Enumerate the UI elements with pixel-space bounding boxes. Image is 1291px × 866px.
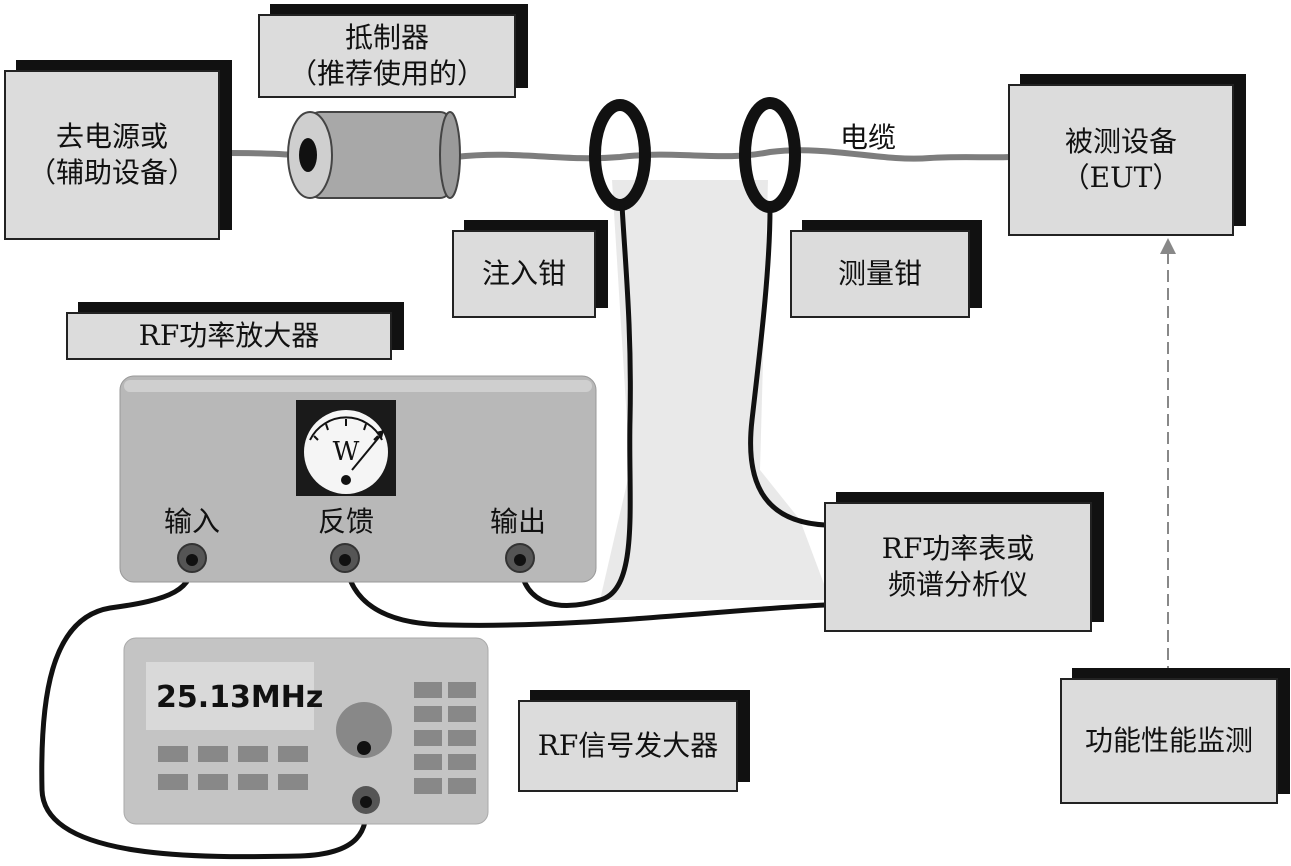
amplifier-port-output (505, 543, 535, 573)
feedback-lead (342, 559, 826, 628)
suppressor-line1: 抵制器 (344, 20, 429, 54)
cable-label: 电缆 (840, 121, 897, 154)
rf-signal-generator-device (123, 637, 489, 825)
signal-generator-box: RF信号发大器 (518, 700, 738, 792)
measure-clamp-ring (739, 97, 801, 213)
power-source-line1: 去电源或 (55, 119, 168, 153)
power-meter-line2: 频谱分析仪 (887, 568, 1028, 601)
rf-amplifier-box: RF功率放大器 (66, 312, 392, 360)
injection-clamp-ring (589, 99, 651, 211)
coupling-shading (600, 180, 830, 600)
suppressor-ferrite (287, 111, 461, 199)
injection-clamp-label: 注入钳 (481, 256, 566, 290)
amplifier-port-input (177, 543, 207, 573)
monitor-label: 功能性能监测 (1084, 723, 1253, 757)
power-source-line2: （辅助设备） (27, 156, 196, 189)
amplifier-port-feedback (330, 543, 360, 573)
port-label-input: 输入 (164, 505, 221, 538)
suppressor-line2: （推荐使用的） (288, 57, 485, 90)
signal-generator-label: RF信号发大器 (537, 728, 719, 762)
suppressor-box: 抵制器 （推荐使用的） (258, 14, 516, 98)
eut-box: 被测设备 （EUT） (1008, 84, 1234, 236)
injection-clamp-lead (517, 204, 633, 608)
port-label-output: 输出 (490, 505, 547, 538)
measure-clamp-label: 测量钳 (837, 256, 922, 290)
measure-clamp-box: 测量钳 (790, 230, 970, 318)
monitor-arrowhead (1160, 238, 1176, 254)
power-meter-box: RF功率表或 频谱分析仪 (824, 502, 1092, 632)
rf-amplifier-label: RF功率放大器 (138, 318, 320, 352)
rf-amplifier-device (119, 375, 597, 583)
eut-line1: 被测设备 (1064, 124, 1177, 158)
injection-clamp-box: 注入钳 (452, 230, 596, 318)
measure-clamp-lead (748, 207, 826, 528)
port-label-feedback: 反馈 (318, 505, 375, 538)
power-meter-line1: RF功率表或 (881, 531, 1035, 565)
input-lead (39, 557, 369, 860)
meter-letter: W (333, 437, 360, 467)
power-source-box: 去电源或 （辅助设备） (4, 70, 220, 240)
eut-line2: （EUT） (1061, 161, 1181, 194)
monitor-box: 功能性能监测 (1060, 678, 1278, 804)
generator-frequency-display: 25.13MHz (156, 680, 324, 715)
